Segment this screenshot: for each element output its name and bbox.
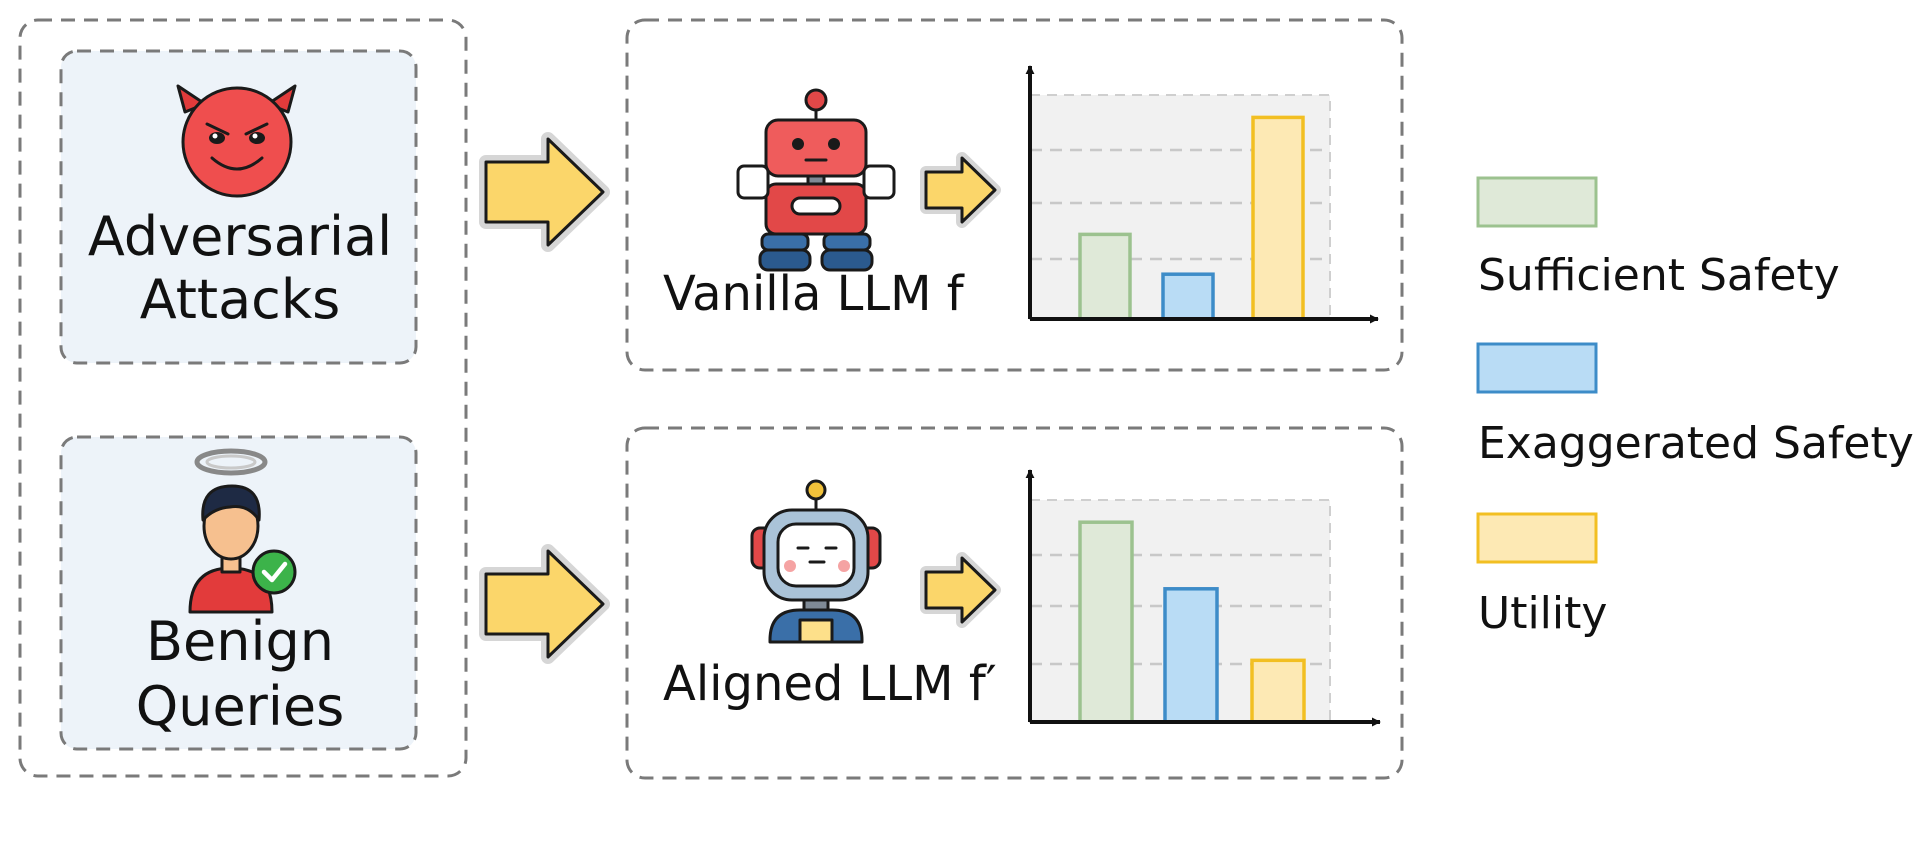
red-robot-icon <box>736 88 896 272</box>
vanilla-panel-frame <box>625 18 1404 372</box>
adversarial-label-line2: Attacks <box>140 268 341 331</box>
adversarial-attacks-card: Adversarial Attacks <box>59 49 418 365</box>
legend-label: Sufficient Safety <box>1478 250 1840 301</box>
aligned-panel-frame <box>625 426 1404 780</box>
legend-item-sufficient-safety: Sufficient Safety <box>1476 176 1840 301</box>
vanilla-bar-utility <box>1251 115 1305 321</box>
legend-swatch <box>1476 176 1598 228</box>
arrow-to-vanilla-icon <box>479 132 610 252</box>
aligned-bar-sufficient-safety <box>1078 520 1134 724</box>
aligned-bar-utility <box>1250 658 1306 724</box>
adversarial-card-frame <box>59 49 418 365</box>
benign-queries-card: Benign Queries <box>59 435 418 751</box>
input-group: Adversarial Attacks Benign Queries <box>18 18 468 778</box>
vanilla-model-panel: Vanilla LLM f <box>625 18 1404 372</box>
legend-item-utility: Utility <box>1476 512 1607 639</box>
small-arrow-vanilla-icon <box>920 152 1001 228</box>
legend-swatch <box>1476 512 1598 564</box>
arrow-to-aligned-icon <box>479 544 610 664</box>
input-group-frame <box>18 18 468 778</box>
adversarial-label-line1: Adversarial <box>88 205 392 268</box>
devil-face-icon <box>176 84 297 198</box>
aligned-bar-exaggerated-safety <box>1163 587 1219 724</box>
vanilla-bar-exaggerated-safety <box>1161 272 1215 321</box>
vanilla-model-label: Vanilla LLM f <box>663 266 965 322</box>
aligned-model-label: Aligned LLM f′ <box>663 656 997 712</box>
legend: Sufficient Safety Exaggerated Safety Uti… <box>1476 176 1914 639</box>
vanilla-bar-chart <box>1025 65 1379 324</box>
aligned-bar-chart <box>1025 469 1381 727</box>
legend-swatch <box>1476 342 1598 394</box>
angel-person-icon <box>188 448 297 614</box>
small-arrow-aligned-icon <box>920 552 1001 628</box>
benign-label-line2: Queries <box>136 675 345 738</box>
legend-label: Utility <box>1478 588 1607 639</box>
aligned-model-panel: Aligned LLM f′ <box>625 426 1404 780</box>
blue-robot-icon <box>750 479 882 644</box>
benign-label-line1: Benign <box>146 610 334 673</box>
legend-item-exaggerated-safety: Exaggerated Safety <box>1476 342 1914 469</box>
vanilla-bar-sufficient-safety <box>1078 232 1132 321</box>
legend-label: Exaggerated Safety <box>1478 418 1914 469</box>
